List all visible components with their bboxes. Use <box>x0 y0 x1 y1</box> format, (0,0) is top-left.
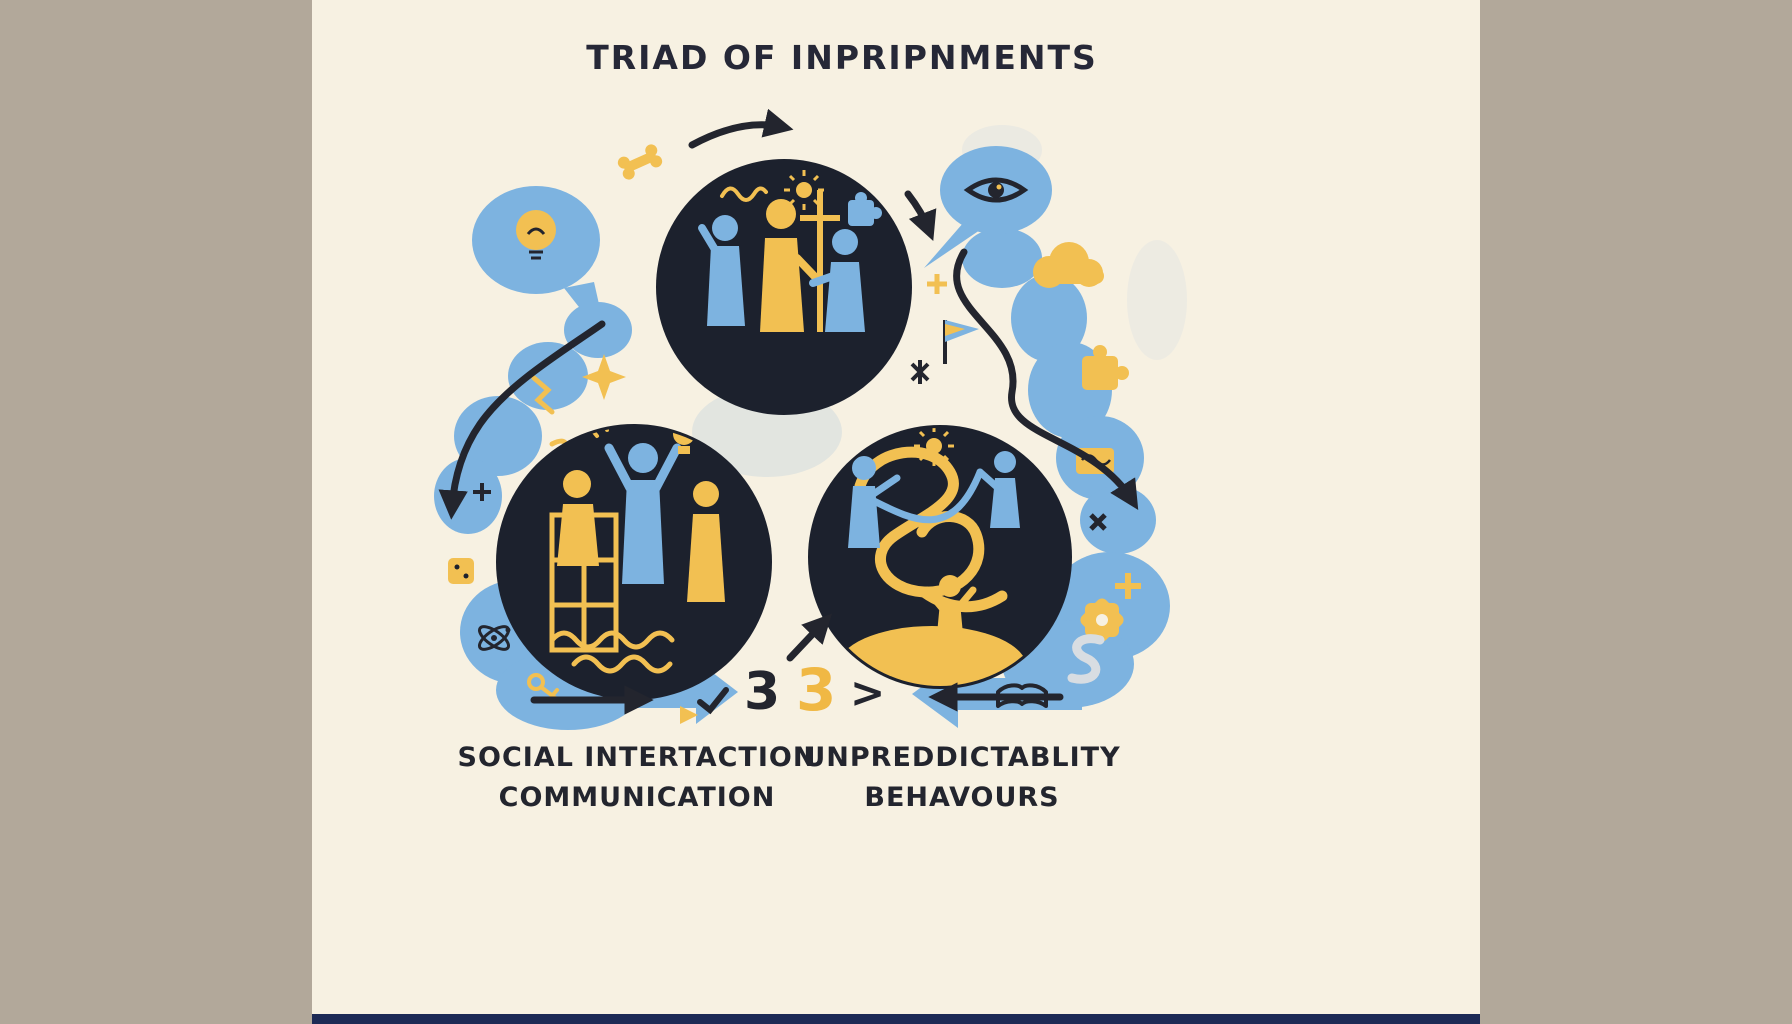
badge-three-outline: 3 <box>744 662 781 722</box>
thought-bubble-eye <box>924 146 1052 268</box>
wave-icon <box>549 630 675 674</box>
asterisk-icon <box>910 360 930 384</box>
arrow-icon <box>904 190 937 241</box>
footer-strip <box>312 1014 1480 1024</box>
label-line: UNPREDDICTABLITY <box>803 742 1121 773</box>
label-unpredictability: UNPREDDICTABLITY BEHAVOURS <box>742 738 1182 818</box>
arrow-icon <box>953 248 1139 510</box>
label-social-interaction: SOCIAL INTERTACTION COMMUNICATION <box>372 738 902 818</box>
puzzle-icon <box>848 192 882 226</box>
poster-panel: TRIAD OF INPRIPNMENTS 3 3 > SOCIAL INTER… <box>312 0 1480 1024</box>
arrow-icon <box>688 108 794 149</box>
atom-icon <box>478 625 511 651</box>
sun-icon <box>784 170 824 210</box>
lightbulb-icon <box>516 210 556 260</box>
gear-icon <box>1080 598 1124 642</box>
triangle-icon <box>680 706 698 724</box>
triad-artwork <box>434 108 1187 730</box>
arrow-icon <box>786 613 833 662</box>
puzzle-icon <box>1082 345 1129 390</box>
cross-icon <box>1089 513 1107 531</box>
badge-chevron: > <box>850 668 886 717</box>
book-icon <box>996 683 1048 708</box>
label-line: BEHAVOURS <box>864 782 1060 813</box>
left-margin-bar <box>0 0 312 1024</box>
cycle-arrows <box>438 108 1139 715</box>
tangled-paths <box>837 428 1027 686</box>
window-grid-icon <box>549 512 619 653</box>
plus-icon <box>473 274 1141 599</box>
eye-icon <box>963 177 1029 203</box>
sparkle-icon <box>582 354 626 400</box>
poster-title: TRIAD OF INPRIPNMENTS <box>586 38 1098 77</box>
flag-icon <box>943 320 979 364</box>
arrow-icon <box>438 320 606 520</box>
badge-three-solid: 3 <box>796 656 837 724</box>
cloud-icon <box>1033 242 1104 288</box>
check-icon <box>697 687 729 715</box>
bone-icon <box>617 144 663 180</box>
right-margin-bar <box>1480 0 1792 1024</box>
label-line: COMMUNICATION <box>498 782 776 813</box>
figure-cheering-window <box>549 427 725 674</box>
label-line: SOCIAL INTERTACTION <box>457 742 817 773</box>
figures-holding-hands <box>698 170 882 332</box>
s-swirl-icon <box>1067 634 1105 684</box>
zigzag-icon <box>531 375 555 415</box>
dice-icon <box>448 558 474 584</box>
